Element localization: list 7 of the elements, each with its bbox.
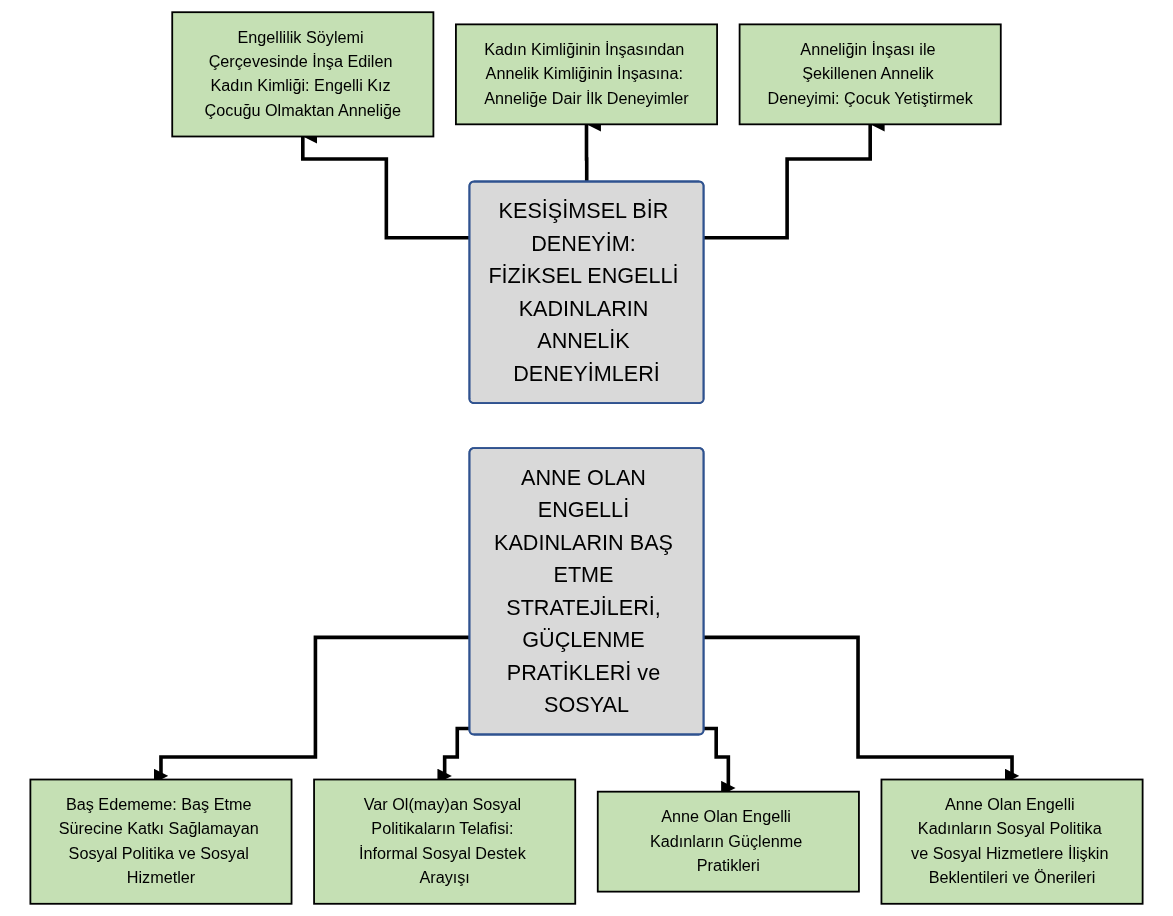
node-box: Anne Olan Engelli Kadınların Sosyal Politika ve Sosyal Hizmetlere İlişkin Beklentileri ve Önerileri bbox=[880, 778, 1144, 905]
node-box: Anneliğin İnşası ile Şekillenen Annelik Deneyimi: Çocuk Yetiştirmek bbox=[738, 23, 1002, 126]
node-box: Engellilik Söylemi Çerçevesinde İnşa Edilen Kadın Kimliği: Engelli Kız Çocuğu Olmaktan Anneliğe bbox=[171, 11, 435, 138]
node-box: Anne Olan Engelli Kadınların Güçlenme Pratikleri bbox=[596, 790, 860, 893]
node-box: Kadın Kimliğinin İnşasından Annelik Kimliğinin İnşasına: Anneliğe Dair İlk Deneyimler bbox=[455, 23, 718, 126]
node-box: Baş Edememe: Baş Etme Sürecine Katkı Sağlamayan Sosyal Politika ve Sosyal Hizmetler bbox=[29, 778, 293, 905]
node-box: Var Ol(may)an Sosyal Politikaların Telafisi: İnformal Sosyal Destek Arayışı bbox=[313, 778, 577, 905]
